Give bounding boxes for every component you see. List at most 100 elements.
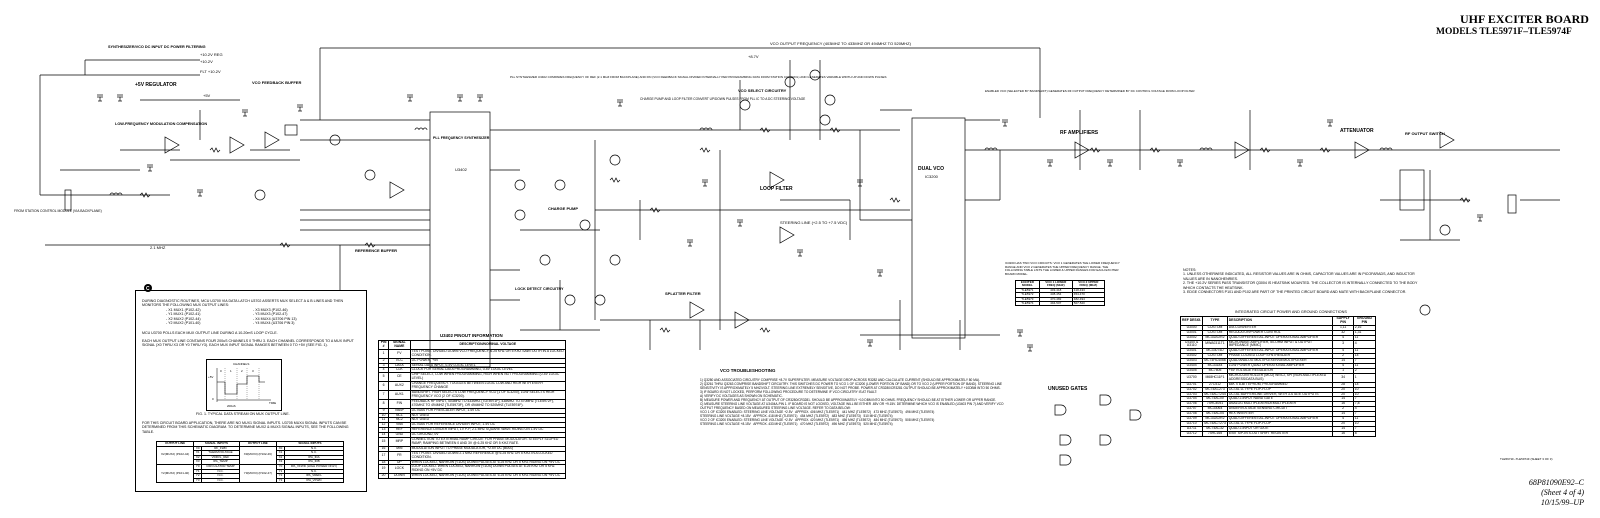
table-cell: MIN xyxy=(388,445,411,452)
rail-label: +5V xyxy=(203,93,211,98)
table-cell: CLK xyxy=(388,367,411,374)
column-header: SIGNAL NAME xyxy=(388,340,411,350)
note-pll: PLL SYNTHESIZER U3402 COMPARES FREQUENCY… xyxy=(510,75,887,79)
page-subtitle: MODELS TLE5971F–TLE5974F xyxy=(1436,27,1572,37)
label-attenuator: ATTENUATOR xyxy=(1340,128,1374,134)
table-cell: 494-507 xyxy=(1038,300,1073,307)
transistor-symbol xyxy=(739,99,751,111)
table-cell: CLOCK FOR SERIAL DATA PROGRAMMING, 0-5V … xyxy=(409,367,567,374)
revision-date: 10/15/99–UP xyxy=(1540,498,1584,507)
table-cell: BANDSHIFT. HIGH SELECTS LOW FREQUENCY VC… xyxy=(409,389,567,400)
table-cell: WHEN LOCKED, NARROW (<1US) DOWN PULSES A… xyxy=(409,473,567,480)
capacitor-symbol xyxy=(702,179,708,187)
inductor-symbol xyxy=(1379,147,1393,151)
rail-label: +10.2V xyxy=(200,59,213,64)
capacitor-symbol xyxy=(1297,159,1303,167)
table-cell: 20 xyxy=(377,473,390,480)
capacitor-symbol xyxy=(1477,214,1483,222)
table-cell: CE xyxy=(388,372,411,383)
table-cell: FIN xyxy=(388,398,411,409)
capacitor-symbol xyxy=(867,339,873,347)
table-cell: 16 xyxy=(1332,430,1354,437)
resistor-symbol xyxy=(364,242,376,248)
capacitor-symbol xyxy=(147,164,153,172)
fig-time-label: TIME xyxy=(269,401,276,405)
capacitor-symbol xyxy=(477,94,483,102)
table-cell: GND xyxy=(388,432,411,439)
capacitor-symbol xyxy=(687,239,693,247)
board-ref: TLE5971F–TLE5974F (SHEET 3 OF 3) xyxy=(1500,457,1552,461)
label-dc-filter: SYNTHESIZER/VCO DC INPUT DC POWER FILTER… xyxy=(108,45,206,49)
fig-data-stream: CHANNELS 0 1 2 3 +5V 0 TIME 200uS xyxy=(206,359,282,411)
notes-title: NOTES: xyxy=(1183,268,1197,272)
capacitor-symbol xyxy=(407,94,413,102)
table-cell: AUX2 xyxy=(388,381,411,391)
mux-list: - X1 MUX1 (P102-42)- Y1 MUX1 (P102-41)- … xyxy=(166,308,336,326)
transistor-symbol xyxy=(514,209,526,221)
column-header: REF DESIG. xyxy=(1179,316,1204,326)
amplifier-symbol xyxy=(164,136,180,154)
logic-gate-symbol xyxy=(1059,454,1072,466)
amplifier-symbol xyxy=(1074,141,1090,159)
troubleshooting-text: 1) Q3280 AND ASSOCIATED CIRCUITRY COMPRI… xyxy=(700,378,1010,426)
table-cell: CHANGE FREQUENCY. TOGGLES BETWEEN LOGIC … xyxy=(409,381,567,391)
transistor-symbol xyxy=(329,134,341,146)
capacitor-symbol xyxy=(1327,119,1333,127)
label-splatter-filter: SPLATTER FILTER xyxy=(665,291,701,296)
fig-caption: FIG. 1. TYPICAL DATA STREAM ON MUX OUTPU… xyxy=(196,412,290,416)
transistor-symbol xyxy=(1419,304,1431,316)
table-cell: Y3(MUX3) (P102-47) xyxy=(238,463,277,484)
inductor-symbol xyxy=(699,127,713,131)
table-cell: 5 xyxy=(377,372,390,383)
table-cell: 8 xyxy=(1352,430,1377,437)
table-cell: 74HC165 xyxy=(1202,430,1228,437)
logic-gate-symbol xyxy=(1129,409,1142,421)
table-cell: U3700 xyxy=(1179,372,1204,383)
capacitor-symbol xyxy=(1047,159,1053,167)
transistor-symbol xyxy=(514,179,526,191)
amplifier-symbol xyxy=(1439,131,1455,149)
diagnostic-info-box: DURING DIAGNOSTIC ROUTINES, MCU U3700 VI… xyxy=(135,290,367,492)
rf-switch-body xyxy=(1399,169,1425,211)
pinout-title: U3402 PINOUT INFORMATION xyxy=(440,333,503,338)
resistor-symbol xyxy=(1319,147,1331,153)
table-cell: Y3 xyxy=(275,477,285,484)
data-stream-waveform: CHANNELS 0 1 2 3 +5V 0 TIME 200uS xyxy=(208,362,276,408)
document-info: 68P81090E92–C (Sheet 4 of 4) 10/15/99–UP xyxy=(1529,478,1584,508)
label-dual-vco: DUAL VCO xyxy=(918,166,944,172)
capacitor-symbol xyxy=(242,109,248,117)
troubleshooting-line: VCO 2 OF IC3200 ENABLED: STEERING LINE V… xyxy=(700,418,935,422)
rail-label: FLT +10.2V xyxy=(200,69,221,74)
inductor-symbol xyxy=(109,192,123,196)
table-cell: TEST POINT. DIVIDED DOWN 2.1 MHZ REFEREN… xyxy=(409,450,567,461)
fig-ch-label: 0 xyxy=(220,369,222,373)
label-rf-amplifiers: RF AMPLIFIERS xyxy=(1060,130,1099,136)
transistor-symbol xyxy=(819,114,831,126)
label-from-station: FROM STATION CONTROL MODULE (VIA BACKPLA… xyxy=(14,209,102,213)
column-header: TYPE xyxy=(1202,316,1228,326)
resistor-symbol xyxy=(1089,147,1101,153)
logic-gate-symbol xyxy=(1054,404,1067,416)
troubleshooting-line: 3) IF BOARD IS NOT LOCKED, PERFORM FOLLO… xyxy=(700,390,878,394)
resistor-symbol xyxy=(659,327,671,333)
note-item: 2. THE +10.2V SERIES PASS TRANSISTOR Q30… xyxy=(1183,281,1419,290)
table-cell: 507-520 xyxy=(1071,300,1106,307)
ic-u3405 xyxy=(284,124,298,136)
capacitor-symbol xyxy=(877,269,883,277)
mux-line: - Y4 MUX4 (U3706 PIN 3) xyxy=(253,321,295,326)
resistor-symbol xyxy=(829,127,841,133)
fig-ch-label: 1 xyxy=(230,369,232,373)
ic-table-title: INTEGRATED CIRCUIT POWER AND GROUND CONN… xyxy=(1235,310,1347,314)
mux-line: - Y3 MUX3 (P102-47) xyxy=(253,312,288,317)
capacitor-symbol xyxy=(1017,329,1023,337)
label-pll: PLL FREQUENCY SYNTHESIZER xyxy=(433,136,490,140)
connector-p101 xyxy=(64,189,72,211)
table-cell: 6 xyxy=(377,381,390,391)
